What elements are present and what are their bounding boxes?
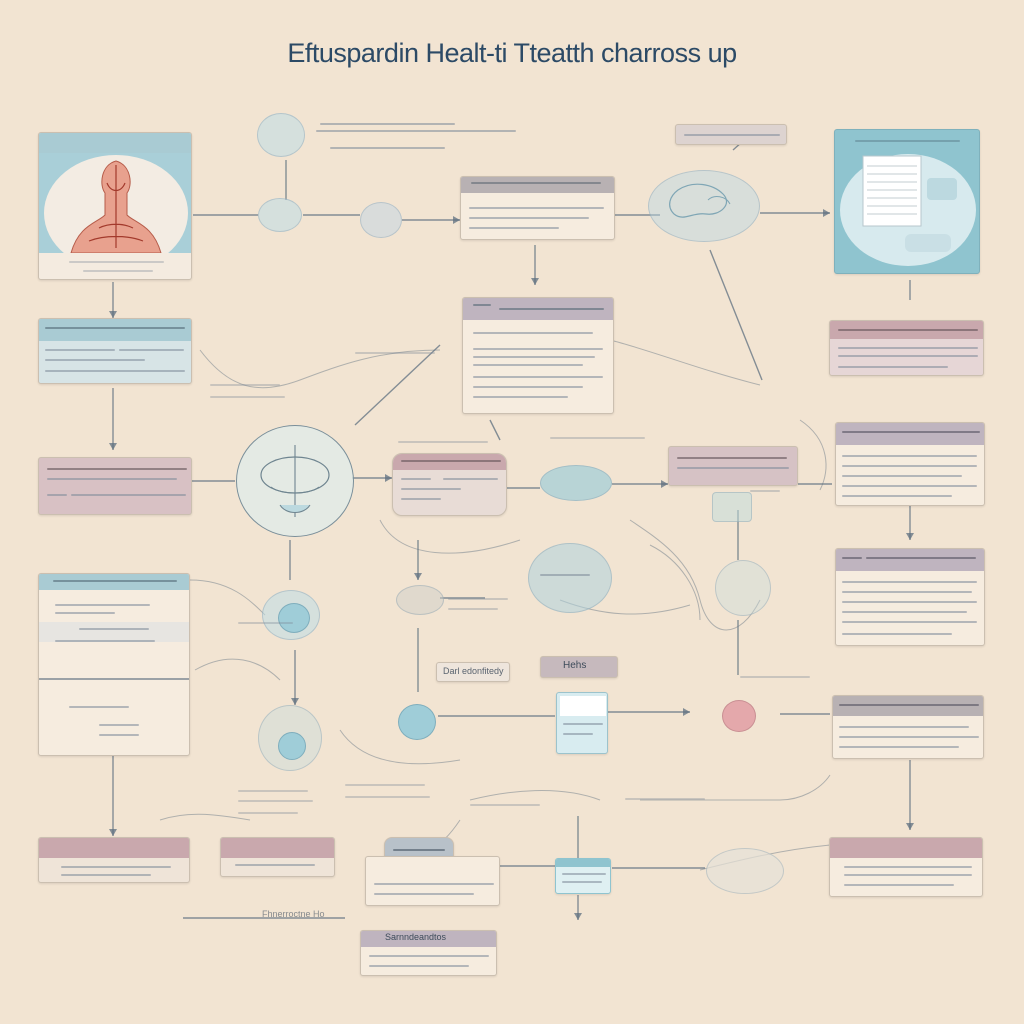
node-bubble (396, 585, 444, 615)
left-report-card (38, 573, 190, 756)
document-preview-card (834, 129, 980, 274)
center-right-card (668, 446, 798, 486)
bottom-teal-node (555, 858, 611, 894)
center-detail-card (462, 297, 614, 414)
anatomy-card (38, 132, 192, 280)
node-bubble (528, 543, 612, 613)
lower-tag-label: Darl edonfitedy (443, 666, 504, 676)
bottom-left-card (38, 837, 190, 883)
node-dot (278, 603, 310, 633)
anatomy-figure-icon (39, 153, 191, 253)
alert-dot (722, 700, 756, 732)
center-screen-node (556, 692, 608, 754)
bottom-second-card (220, 837, 335, 877)
document-panel-icon (840, 154, 976, 266)
bottom-tag-label: Sarnndeandtos (385, 932, 447, 942)
node-bubble (257, 113, 305, 157)
node-bubble (712, 492, 752, 522)
globe-node (648, 170, 760, 242)
node-dot (398, 704, 436, 740)
node-bubble (258, 198, 302, 232)
node-bubble (360, 202, 402, 238)
organ-diagram-icon (260, 445, 330, 517)
organ-node (236, 425, 354, 537)
mid-tag: Hehs (540, 656, 618, 678)
right-summary-card (829, 320, 984, 376)
node-bubble (706, 848, 784, 894)
right-notes-card (835, 548, 985, 646)
bottom-center-card (365, 856, 500, 906)
bottom-caption: Fhnerroctne Ho (262, 909, 325, 919)
center-mid-card (392, 453, 507, 516)
top-right-label-box (675, 124, 787, 145)
right-alert-card (832, 695, 984, 759)
diagram-title: Eftuspardin Healt-ti Tteatth charross up (287, 38, 737, 68)
left-info-card (38, 318, 192, 384)
bottom-right-card (829, 837, 983, 897)
mid-tag-label: Hehs (563, 660, 587, 671)
node-bubble (715, 560, 771, 616)
node-dot (278, 732, 306, 760)
bottom-footer-card: Sarnndeandtos (360, 930, 497, 976)
card-header (39, 133, 191, 153)
top-center-card (460, 176, 615, 240)
node-bubble (540, 465, 612, 501)
right-detail-card (835, 422, 985, 506)
globe-diagram-icon (669, 183, 731, 218)
left-status-card (38, 457, 192, 515)
lower-tag: Darl edonfitedy (436, 662, 510, 682)
